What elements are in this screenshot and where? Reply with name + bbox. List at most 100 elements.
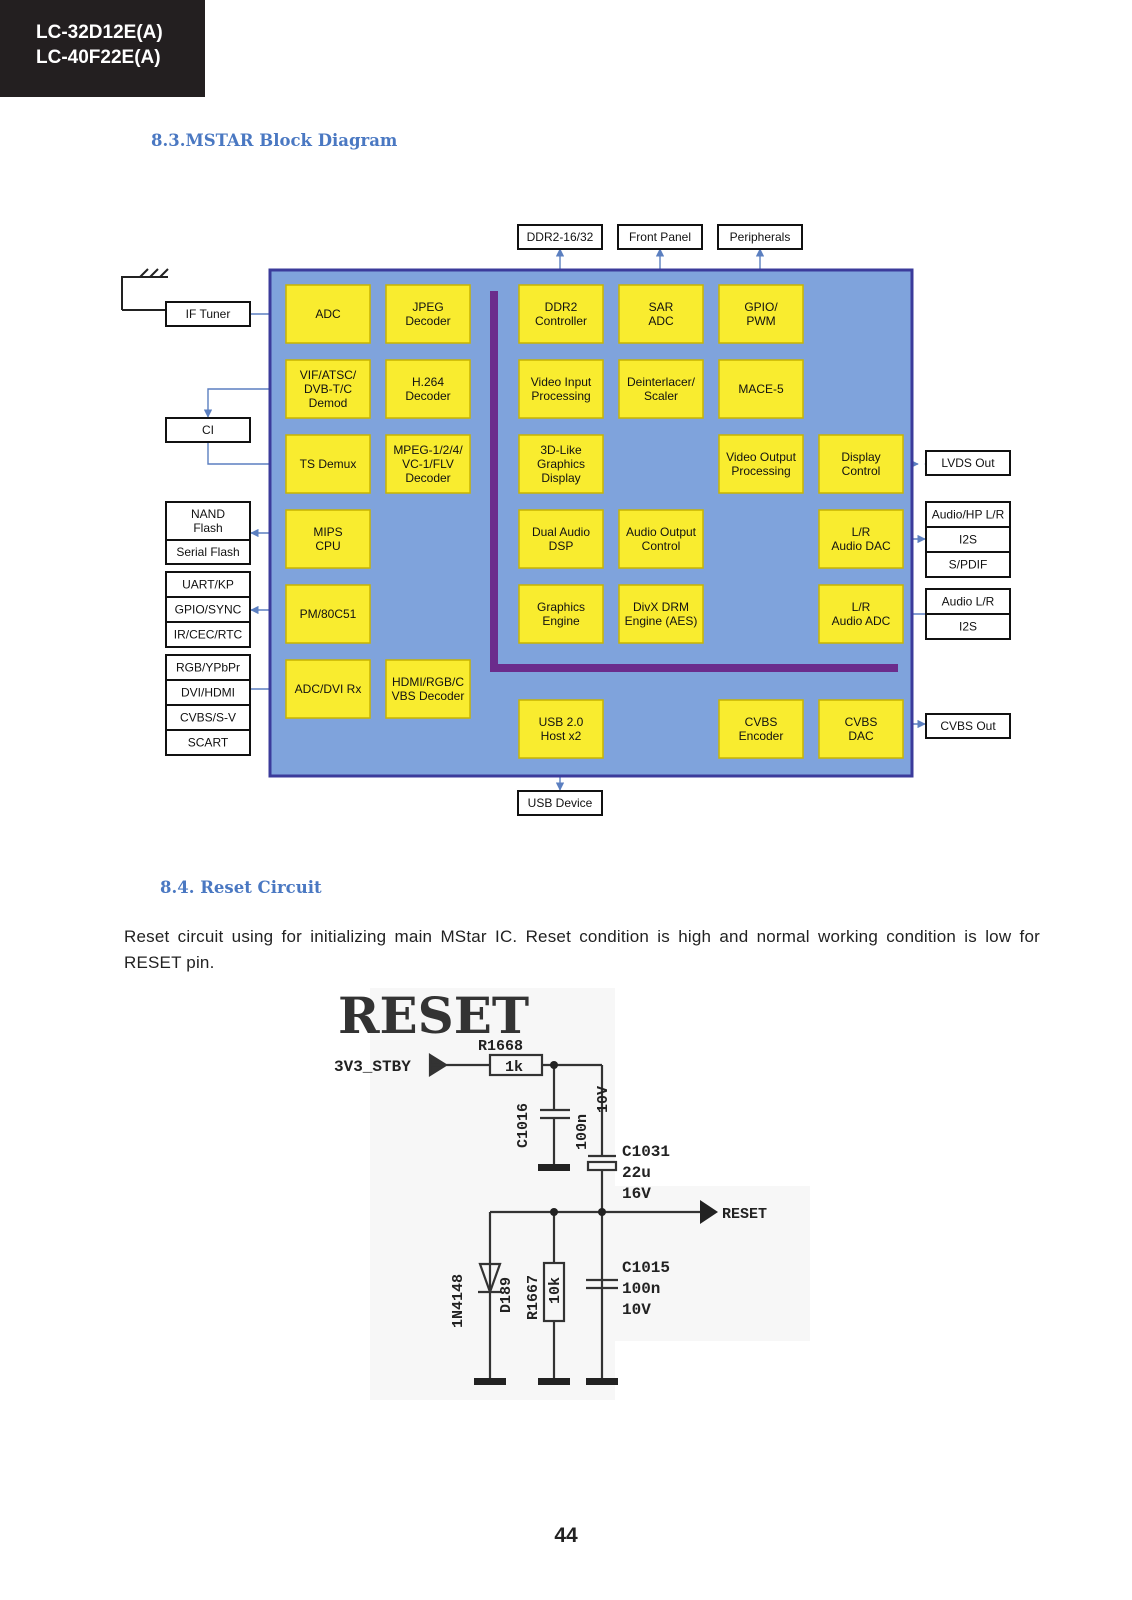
mips-cpu-block-label: MIPS [313,525,342,539]
mace-block-label: MACE-5 [738,382,784,396]
audio-output-block-box [618,509,704,569]
usb-host-block-label: Host x2 [541,729,582,743]
mace-block: MACE-5 [718,359,804,419]
nand-flash-box-label: NAND [191,507,225,521]
r1667-value: 10k [547,1277,564,1304]
c1015-ref: C1015 [622,1259,670,1277]
ir-cec-rtc-box-label: IR/CEC/RTC [174,628,243,642]
lr-audio-adc-block-label: Audio ADC [832,614,891,628]
sar-adc-block-box [618,284,704,344]
front-panel-box: Front Panel [617,224,703,250]
pm-block-label: PM/80C51 [300,607,357,621]
usb-host-block-box [518,699,604,759]
cvbs-encoder-block-label: Encoder [739,729,784,743]
schematic-title: RESET [338,988,529,1045]
i2s-in-box-label: I2S [959,620,977,634]
c1015-value: 100n [622,1280,660,1298]
reset-description: Reset circuit using for initializing mai… [124,927,1040,972]
ddr2-memory-box: DDR2-16/32 [517,224,603,250]
if-tuner-box-box [165,301,251,327]
divx-engine-block-label: Engine (AES) [625,614,698,628]
scart-box-label: SCART [188,736,229,750]
mpeg-decoder-block-label: Decoder [405,471,450,485]
hdmi-decoder-block-label: HDMI/RGB/C [392,675,464,689]
demod-block-label: DVB-T/C [304,382,352,396]
c1031-voltage: 16V [622,1185,651,1203]
graphics-3d-block-label: Display [541,471,580,485]
page-number: 44 [554,1524,578,1547]
spdif-box-label: S/PDIF [949,558,988,572]
graphics-3d-block-label: Graphics [537,457,585,471]
divx-engine-block-label: DivX DRM [633,600,689,614]
section-heading-8-3: 8.3.MSTAR Block Diagram [151,131,398,150]
sar-adc-block-label: ADC [648,314,674,328]
d189-ref: D189 [498,1277,515,1313]
section-heading-8-4: 8.4. Reset Circuit [160,878,322,897]
ir-cec-rtc-box-box [165,621,251,648]
cvbs-dac-block-label: CVBS [845,715,878,729]
mpeg-decoder-block-box [385,434,471,494]
internal-bus [490,291,898,672]
gpio-sync-box: GPIO/SYNC [165,596,251,623]
lr-audio-dac-block-box [818,509,904,569]
deinterlacer-block: Deinterlacer/Scaler [618,359,704,419]
jpeg-decoder-block-label: JPEG [412,300,443,314]
ir-cec-rtc-box: IR/CEC/RTC [165,621,251,648]
deinterlacer-block-label: Scaler [644,389,678,403]
audio-output-block-label: Control [642,539,681,553]
dual-audio-dsp-block-box [518,509,604,569]
divx-engine-block-box [618,584,704,644]
ddr2-controller-block-label: Controller [535,314,587,328]
cvbs-encoder-block-box [718,699,804,759]
display-control-block-box [818,434,904,494]
mpeg-decoder-block-label: MPEG-1/2/4/ [393,443,463,457]
dvi-hdmi-box-label: DVI/HDMI [181,686,235,700]
rgb-ypbpr-box: RGB/YPbPr [165,654,251,681]
display-control-block-label: Display [841,450,880,464]
cvbs-out-box-box [925,713,1011,739]
deinterlacer-block-label: Deinterlacer/ [627,375,696,389]
rgb-ypbpr-box-label: RGB/YPbPr [176,661,240,675]
video-output-block-label: Processing [731,464,790,478]
graphics-3d-block-label: 3D-Like [540,443,582,457]
c1031-value: 22u [622,1164,651,1182]
c1031-ref: C1031 [622,1143,670,1161]
adc-dvi-block: ADC/DVI Rx [285,659,371,719]
h264-decoder-block-label: H.264 [412,375,444,389]
adc-block-label: ADC [315,307,341,321]
gpio-pwm-block-label: PWM [746,314,775,328]
video-output-block-box [718,434,804,494]
serial-flash-box-box [165,539,251,565]
demod-block-label: Demod [309,396,348,410]
r1668-value: 1k [505,1059,523,1076]
uart-kp-box-label: UART/KP [182,578,234,592]
peripherals-box-box [717,224,803,250]
dual-audio-dsp-block-label: Dual Audio [532,525,590,539]
audio-hp-box-label: Audio/HP L/R [932,508,1005,522]
cvbs-out-box: CVBS Out [925,713,1011,739]
reset-circuit-schematic: RESET 3V3_STBY R1668 1k C1016 100n 1 [334,988,810,1400]
i2s-out-box-box [925,526,1011,553]
usb-device-box: USB Device [517,790,603,816]
scart-box-box [165,729,251,756]
mips-cpu-block-box [285,509,371,569]
usb-host-block-label: USB 2.0 [539,715,584,729]
mpeg-decoder-block-label: VC-1/FLV [402,457,454,471]
cvbs-dac-block-box [818,699,904,759]
lvds-out-box-label: LVDS Out [941,456,995,470]
nand-flash-box-label: Flash [193,521,222,535]
demod-to-ci-arrow [203,388,285,418]
graphics-engine-block-label: Engine [542,614,580,628]
r1667-ref: R1667 [525,1275,542,1320]
adc-dvi-block-label: ADC/DVI Rx [295,682,362,696]
ddr2-controller-block-label: DDR2 [545,300,578,314]
cvbs-sv-box-label: CVBS/S-V [180,711,236,725]
ddr2-memory-box-box [517,224,603,250]
mips-cpu-block-label: CPU [315,539,340,553]
